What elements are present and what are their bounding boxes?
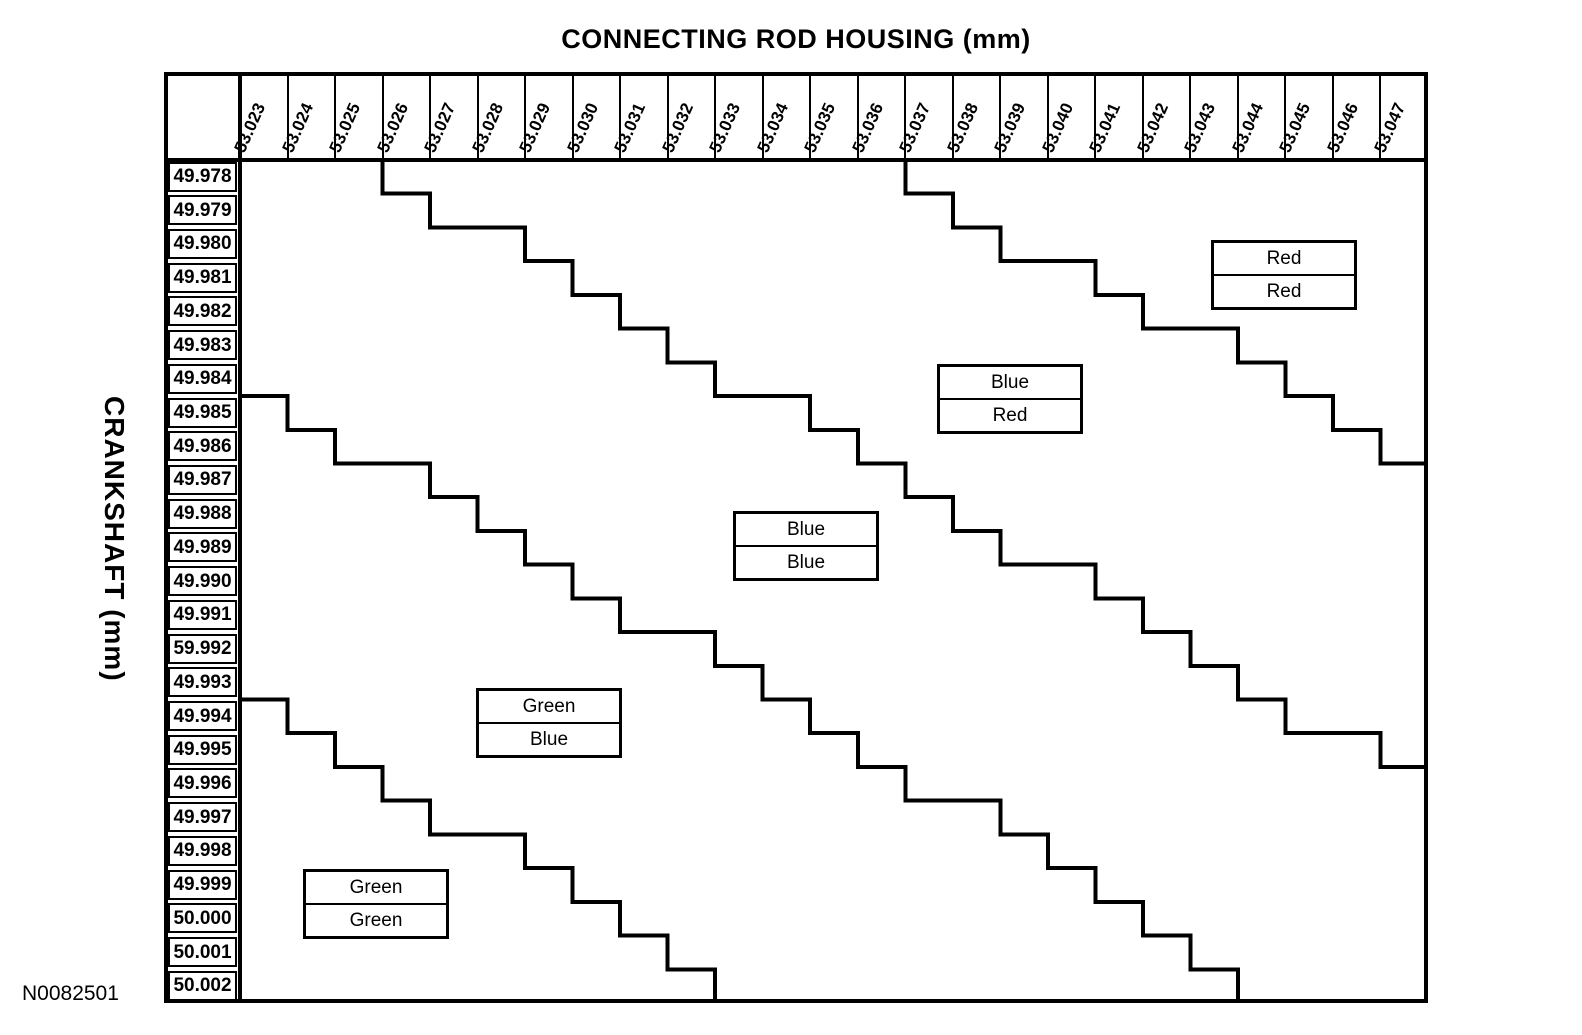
row-header-label: 49.996 [168,768,237,799]
row-header-label: 49.995 [168,734,237,765]
column-separator [1236,76,1239,158]
column-separator [476,76,479,158]
column-separator [334,76,337,158]
row-header-label: 49.985 [168,397,237,428]
column-separator [524,76,527,158]
grade-label: Blue [736,514,876,547]
row-header-label: 49.998 [168,835,237,866]
row-header-label: 49.990 [168,566,237,597]
grade-label: Green [349,910,403,931]
column-separator [381,76,384,158]
boundary-line-c [903,160,1428,466]
row-header-label: 49.989 [168,532,237,563]
column-separator [761,76,764,158]
grade-label: Red [1266,281,1302,302]
column-separator [286,76,289,158]
row-header-label: 49.983 [168,330,237,361]
column-separator [1331,76,1334,158]
column-separator [1189,76,1192,158]
column-separator [999,76,1002,158]
column-separator [714,76,717,158]
row-header-label: 49.991 [168,599,237,630]
grade-label: Green [479,691,619,724]
header-separator-line [164,158,1428,162]
grade-label: Green [306,872,446,905]
column-separator [1094,76,1097,158]
grade-label: Red [1214,243,1354,276]
boundary-line-a [380,160,1428,769]
column-separator [856,76,859,158]
row-header-label: 59.992 [168,633,237,664]
row-header-label: 49.981 [168,262,237,293]
row-header-label: 49.978 [168,161,237,192]
row-header-label: 49.980 [168,228,237,259]
column-separator [1141,76,1144,158]
row-header-label: 49.984 [168,363,237,394]
column-separator [951,76,954,158]
chart-title: CONNECTING ROD HOUSING (mm) [561,24,1031,54]
column-separator [429,76,432,158]
column-separator [666,76,669,158]
column-separator [1046,76,1049,158]
row-header-label: 50.001 [168,937,237,968]
row-header-label: 49.994 [168,701,237,732]
row-header-label: 49.999 [168,869,237,900]
figure-number: N0082501 [22,982,119,1005]
row-header-label: 49.986 [168,431,237,462]
grade-label: Blue [786,552,826,573]
column-separator [904,76,907,158]
boundary-line-b [240,394,1240,1003]
grade-label: Blue [529,729,569,750]
boundary-line-d [240,697,718,1003]
column-separator [1284,76,1287,158]
column-separator [1379,76,1382,158]
column-separator [809,76,812,158]
row-header-label: 49.979 [168,195,237,226]
row-label-column-separator [238,72,242,1003]
row-header-label: 49.993 [168,667,237,698]
column-separator [571,76,574,158]
row-header-label: 50.000 [168,903,237,934]
row-header-label: 49.988 [168,498,237,529]
row-header-label: 49.987 [168,464,237,495]
y-axis-title: CRANKSHAFT (mm) [99,395,130,682]
grade-label: Blue [940,367,1080,400]
table-outer-border [164,72,1428,1003]
row-header-label: 49.982 [168,296,237,327]
row-header-label: 49.997 [168,802,237,833]
row-header-label: 50.002 [168,970,237,1001]
column-separator [619,76,622,158]
grade-label: Red [992,405,1028,426]
